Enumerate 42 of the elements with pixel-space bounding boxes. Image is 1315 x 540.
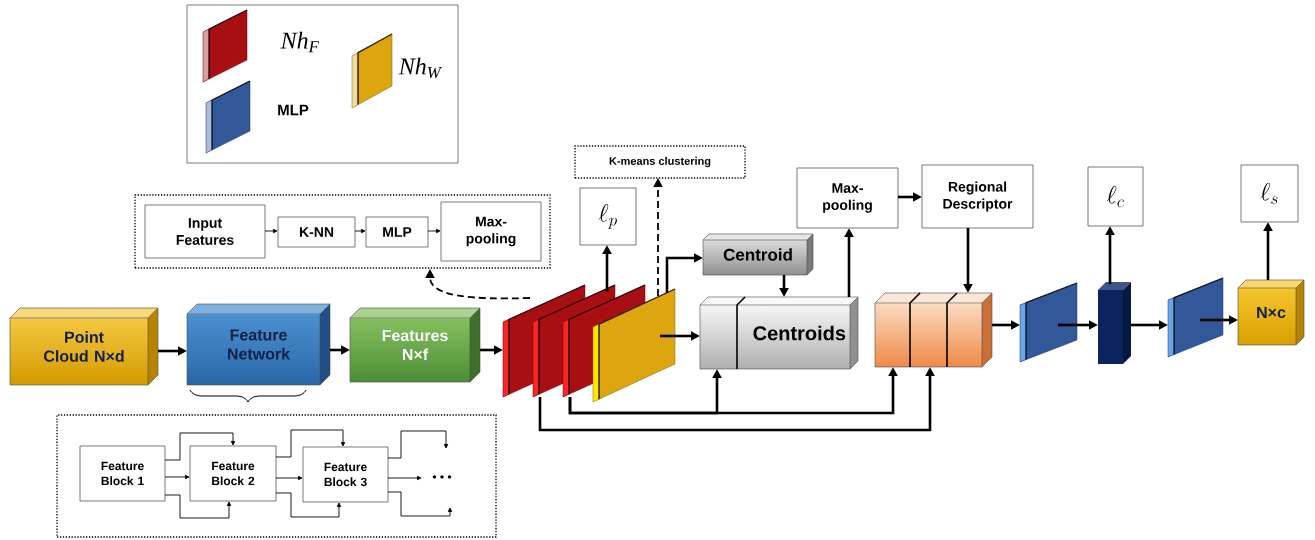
arrow xyxy=(387,475,422,481)
loss-box: $\ell_{s}$ xyxy=(1240,164,1299,223)
arrow xyxy=(275,492,342,518)
cuboid-block: N×c xyxy=(1237,279,1305,346)
process-box: Regional Descriptor xyxy=(921,164,1034,229)
loss-box: $\ell_{p}$ xyxy=(579,187,637,246)
arrow xyxy=(164,432,236,461)
process-box: Input Features xyxy=(144,204,266,259)
layer-slab xyxy=(1019,282,1078,363)
dotted-box xyxy=(56,414,497,538)
arrow xyxy=(264,228,278,234)
process-box: Feature Block 3 xyxy=(302,446,389,503)
layer-slab xyxy=(592,288,676,403)
cuboid-bar xyxy=(1098,282,1131,364)
cuboid-block: Features N×f xyxy=(349,307,481,383)
dotted-box xyxy=(134,194,551,269)
process-box: Feature Block 1 xyxy=(79,445,166,502)
cuboid-block xyxy=(874,292,993,368)
legend-label: MLP xyxy=(278,104,309,116)
ellipsis: • • • xyxy=(432,475,452,479)
arrow xyxy=(275,429,346,458)
legend-label: Nh$_{F}$ xyxy=(280,31,320,53)
process-box: Max-pooling xyxy=(796,167,899,229)
process-box: Feature Block 2 xyxy=(189,445,277,502)
legend-label: Nh$_{W}$ xyxy=(398,57,443,79)
arrow xyxy=(354,228,366,234)
arrow xyxy=(275,475,303,481)
arrow xyxy=(164,494,232,519)
cuboid-block: Point Cloud N×d xyxy=(9,307,159,386)
arrow xyxy=(427,228,441,234)
arrow xyxy=(164,474,190,480)
cuboid-block: Centroid xyxy=(702,233,814,276)
process-box: K-NN xyxy=(277,216,356,248)
arrow xyxy=(387,430,449,459)
cuboid-block: Feature Network xyxy=(186,303,331,386)
layer-slab xyxy=(1167,277,1224,358)
arrow xyxy=(387,491,453,517)
cuboid-block: Centroids xyxy=(699,296,859,370)
loss-box: $\ell_{c}$ xyxy=(1087,166,1144,227)
process-box: MLP xyxy=(365,216,429,248)
process-box: Max-pooling xyxy=(440,201,542,262)
dotted-box: K-means clustering xyxy=(574,145,746,179)
